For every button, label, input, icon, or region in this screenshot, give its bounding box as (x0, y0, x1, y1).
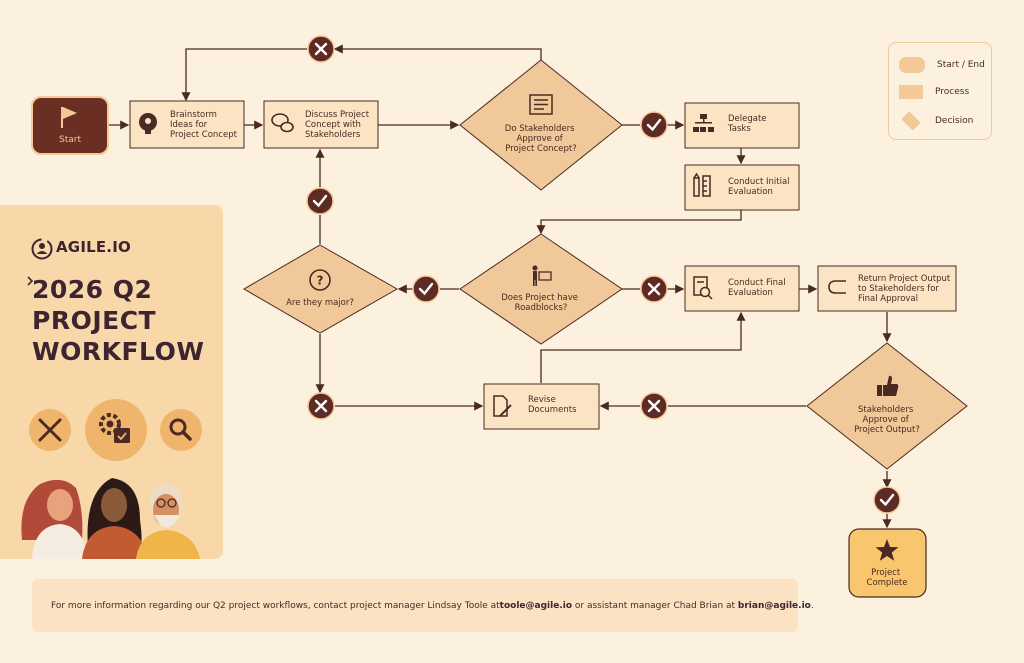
decision-roadblocks[interactable]: Does Project have Roadblocks? (459, 233, 623, 345)
roadblocks-label: Does Project have Roadblocks? (501, 293, 580, 313)
close-icon (314, 399, 328, 413)
process-initial-eval[interactable]: Conduct Initial Evaluation (684, 164, 800, 211)
legend-decision: Decision (899, 111, 973, 131)
check-badge-approve-concept (640, 111, 668, 139)
presenter-icon (532, 265, 552, 286)
flag-icon (61, 107, 77, 128)
badges (306, 35, 901, 514)
tools-icon (29, 409, 71, 451)
person-red-hair (21, 479, 88, 559)
brand-name: AGILE.IO (56, 238, 131, 256)
x-badge-major (307, 392, 335, 420)
delegate-label: Delegate Tasks (727, 114, 769, 134)
process-revise[interactable]: Revise Documents (483, 383, 600, 430)
edge-revise-final (540, 311, 746, 383)
document-list-icon (529, 94, 553, 115)
gear-calendar-icon (85, 399, 147, 461)
footer-email-toole[interactable]: toole@agile.io (499, 600, 573, 611)
magnifier-icon (160, 409, 202, 451)
brainstorm-label: Brainstorm Ideas for Project Concept (170, 110, 238, 140)
revise-label: Revise Documents (528, 395, 577, 415)
start-node[interactable]: Start (31, 96, 109, 155)
edge-initial-roadblocks (536, 210, 742, 235)
approve-concept-label: Do Stakeholders Approve of Project Conce… (505, 124, 577, 154)
complete-label: Project Complete (867, 568, 908, 588)
brain-gear-icon (139, 113, 157, 134)
speech-bubbles-icon (271, 113, 294, 133)
initial-eval-label: Conduct Initial Evaluation (728, 177, 792, 197)
decision-major[interactable]: ? Are they major? (243, 244, 399, 334)
x-badge-roadblocks (640, 275, 668, 303)
check-badge-major (306, 187, 334, 215)
brand: AGILE.IO (56, 238, 131, 256)
major-label: Are they major? (286, 298, 354, 308)
svg-text:?: ? (317, 274, 324, 288)
complete-node[interactable]: Project Complete (848, 528, 927, 598)
legend-process: Process (899, 85, 969, 99)
person-glasses (136, 484, 200, 559)
thumbs-up-icon (877, 375, 899, 396)
start-end-swatch (899, 57, 925, 73)
return-arrow-icon (27, 276, 846, 294)
ruler-pencil-icon (693, 172, 711, 197)
check-icon (879, 493, 895, 507)
process-brainstorm[interactable]: Brainstorm Ideas for Project Concept (129, 100, 245, 149)
check-icon (312, 194, 328, 208)
legend: Start / End Process Decision (888, 42, 992, 140)
footer-prefix: For more information regarding our Q2 pr… (51, 600, 500, 611)
edge-no-brainstorm (181, 48, 307, 102)
title-line-3: WORKFLOW (32, 337, 205, 366)
close-icon (647, 282, 661, 296)
connectors (108, 44, 892, 529)
return-output-label: Return Project Output to Stakeholders fo… (858, 274, 953, 304)
document-search-icon (693, 276, 713, 300)
question-icon: ? (309, 269, 331, 291)
person-braids (82, 478, 148, 559)
legend-start-end: Start / End (899, 57, 985, 73)
footer-middle: or assistant manager Chad Brian at (572, 600, 738, 611)
process-final-eval[interactable]: Conduct Final Evaluation (684, 265, 800, 312)
decision-swatch (901, 111, 921, 131)
brand-logo-icon (31, 238, 53, 260)
page-title: 2026 Q2 PROJECT WORKFLOW (32, 274, 222, 367)
decision-approve-concept[interactable]: Do Stakeholders Approve of Project Conce… (459, 59, 623, 191)
footer-suffix: . (810, 600, 814, 611)
title-line-2: PROJECT (32, 306, 157, 335)
start-label: Start (59, 135, 81, 145)
check-icon (418, 282, 434, 296)
x-badge-approve-output (640, 392, 668, 420)
process-swatch (899, 85, 923, 99)
process-return-output[interactable]: Return Project Output to Stakeholders fo… (27, 265, 957, 312)
side-icons (29, 399, 202, 461)
close-icon (314, 42, 328, 56)
edge-approve-no (333, 44, 542, 60)
check-badge-roadblocks (412, 275, 440, 303)
title-line-1: 2026 Q2 (32, 275, 153, 304)
footer-email-brian[interactable]: brian@agile.io (737, 600, 811, 611)
check-icon (646, 118, 662, 132)
org-chart-icon (693, 114, 714, 132)
check-badge-approve-output (873, 486, 901, 514)
star-icon (875, 539, 899, 561)
team-illustration (21, 478, 200, 559)
discuss-label: Discuss Project Concept with Stakeholder… (305, 110, 372, 140)
document-edit-icon (493, 395, 512, 417)
close-icon (647, 399, 661, 413)
approve-output-label: Stakeholders Approve of Project Output? (854, 405, 920, 435)
final-eval-label: Conduct Final Evaluation (728, 278, 788, 298)
process-delegate[interactable]: Delegate Tasks (684, 102, 800, 149)
process-discuss[interactable]: Discuss Project Concept with Stakeholder… (263, 100, 379, 149)
decision-approve-output[interactable]: Stakeholders Approve of Project Output? (806, 342, 968, 470)
x-badge-approve-concept (307, 35, 335, 63)
footer-info: For more information regarding our Q2 pr… (32, 579, 814, 632)
